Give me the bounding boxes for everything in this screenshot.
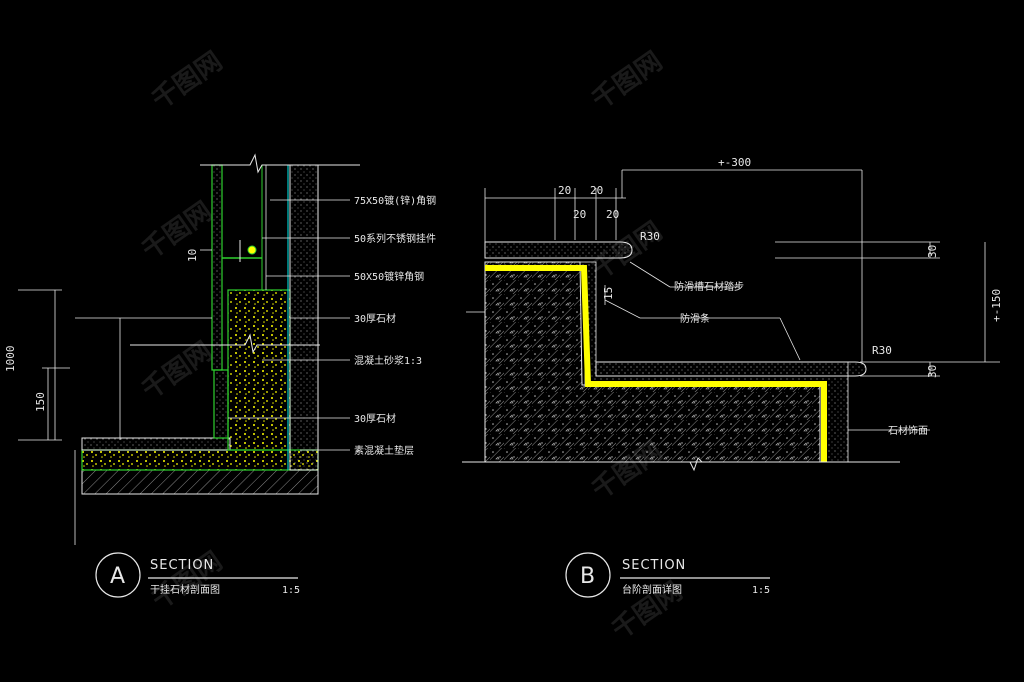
section-a-drawing [18, 153, 360, 545]
watermark-text: 千图网 [147, 546, 228, 615]
annotation-a5: 混凝土砂浆1:3 [354, 354, 422, 367]
section-a-marker [95, 552, 141, 598]
dim-15: 15 [602, 287, 615, 300]
section-a-title: SECTION [150, 558, 214, 573]
annotation-b2: 防滑条 [680, 312, 710, 325]
annotation-a6: 30厚石材 [354, 412, 396, 425]
annotation-b1: 防滑槽石材踏步 [674, 280, 744, 293]
wall-mortar-fill [227, 289, 291, 451]
section-a-annotations: 75X50镀(锌)角钢 50系列不锈钢挂件 50X50镀锌角钢 30厚石材 混凝… [354, 194, 436, 457]
section-a-letter: A [110, 564, 125, 589]
watermark-text: 千图网 [137, 196, 218, 265]
wall-structure [289, 164, 319, 471]
dim-30b: 30 [926, 365, 939, 378]
dim-20b: 20 [590, 184, 603, 197]
annotation-a1: 75X50镀(锌)角钢 [354, 194, 436, 207]
dim-r30b: R30 [872, 344, 892, 357]
stone-cladding [211, 164, 223, 371]
dim-150: +-150 [990, 289, 1003, 322]
section-a-dimensions: 1000 150 10 [4, 249, 199, 412]
section-a-scale: 1:5 [282, 585, 300, 596]
section-b-dimensions: +-300 20 20 20 20 R30 R30 15 30 30 +-150 [558, 156, 1003, 378]
watermark-text: 千图网 [137, 336, 218, 405]
section-b-marker [565, 552, 611, 598]
watermark-text: 千图网 [147, 46, 228, 115]
annotation-a7: 素混凝土垫层 [354, 444, 414, 457]
section-b-drawing [462, 169, 1000, 472]
dim-10: 10 [186, 249, 199, 262]
dim-1000: 1000 [4, 346, 17, 373]
watermark-text: 千图网 [587, 46, 668, 115]
dim-150: 150 [34, 392, 47, 412]
floor-stone-layer [81, 437, 231, 451]
section-b-title: SECTION [622, 558, 686, 573]
section-a-title-block: A SECTION 干挂石材剖面图 1:5 [95, 552, 300, 598]
ground-hatch [81, 469, 319, 495]
upper-tread [484, 241, 633, 259]
waterproof-membrane [485, 265, 827, 462]
dim-20a: 20 [558, 184, 571, 197]
dim-r30a: R30 [640, 230, 660, 243]
section-b-title-block: B SECTION 台阶剖面详图 1:5 [565, 552, 770, 598]
dim-20c: 20 [573, 208, 586, 221]
annotation-a2: 50系列不锈钢挂件 [354, 232, 436, 245]
floor-mortar-layer [81, 449, 319, 471]
annotation-a4: 30厚石材 [354, 312, 396, 325]
section-b-annotations: 防滑槽石材踏步 防滑条 石材饰面 [674, 280, 928, 437]
dim-top: +-300 [718, 156, 751, 169]
annotation-b3: 石材饰面 [888, 424, 928, 437]
lower-tread [595, 361, 867, 377]
stone-cladding-lower [213, 369, 229, 439]
dim-30a: 30 [926, 245, 939, 258]
section-b-scale: 1:5 [752, 585, 770, 596]
dim-20d: 20 [606, 208, 619, 221]
section-b-letter: B [580, 564, 595, 589]
section-b-subtitle: 台阶剖面详图 [622, 583, 682, 596]
section-a-subtitle: 干挂石材剖面图 [150, 583, 220, 596]
annotation-a3: 50X50镀锌角钢 [354, 270, 424, 283]
